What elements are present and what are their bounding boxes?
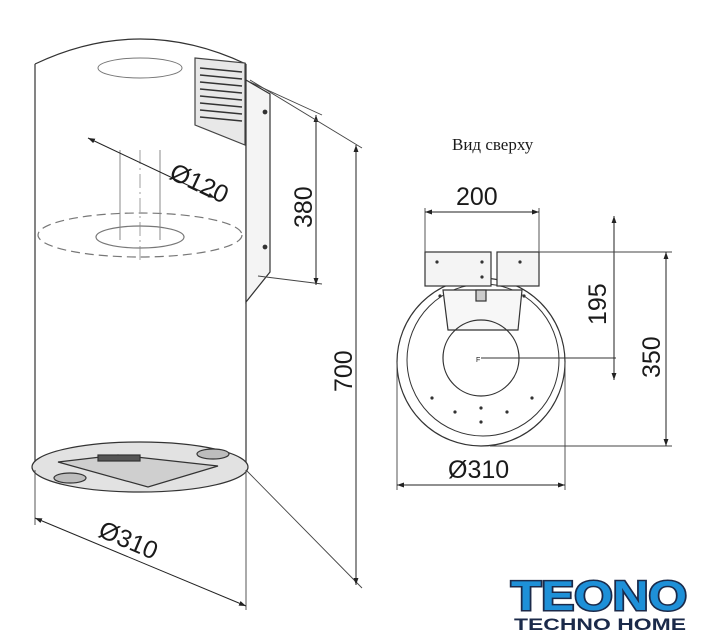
side-view — [31, 38, 363, 610]
bracket-left — [424, 251, 492, 287]
vent-slots — [199, 67, 243, 122]
body-diameter-ext-lines — [34, 470, 247, 610]
mount-plate — [442, 289, 523, 331]
total-depth-ext-lines — [490, 251, 672, 447]
bracket-width-label: 200 — [456, 183, 498, 211]
body-diameter-dim-line — [34, 517, 247, 607]
bracket-screw — [262, 109, 268, 115]
body-diameter-label: Ø310 — [95, 516, 162, 566]
lamp-right — [196, 448, 230, 460]
bracket-width-ext-lines — [424, 208, 540, 252]
top-outlet-ghost — [97, 57, 183, 79]
total-depth-label: 350 — [638, 336, 666, 378]
brand-logo-wordmark: TEONO — [511, 572, 687, 619]
total-height-ext-lines — [245, 79, 363, 589]
brand-logo: TEONO TECHNO HOME — [510, 571, 689, 635]
top-diameter-label: Ø310 — [448, 456, 509, 484]
total-height-label: 700 — [330, 350, 358, 392]
mid-ring-outer — [37, 212, 243, 258]
top-diameter-ext-lines — [396, 362, 566, 490]
control-display — [97, 454, 141, 462]
bracket-screw — [262, 244, 268, 250]
bracket-right — [496, 251, 540, 287]
bracket-depth-label: 195 — [584, 283, 612, 325]
center-mark: F — [476, 357, 480, 364]
duct-diameter-line — [87, 137, 216, 199]
cylinder-top-arc — [34, 38, 247, 65]
duct-diameter-label: Ø120 — [165, 158, 232, 209]
mount-holes — [430, 260, 534, 424]
brand-tagline: TECHNO HOME — [514, 615, 686, 634]
duct-height-label: 380 — [290, 186, 318, 228]
vent-grille — [194, 57, 246, 146]
center-clip — [475, 289, 487, 302]
top-view-caption: Вид сверху — [452, 135, 534, 154]
lamp-left — [53, 472, 87, 484]
top-view — [396, 208, 672, 490]
